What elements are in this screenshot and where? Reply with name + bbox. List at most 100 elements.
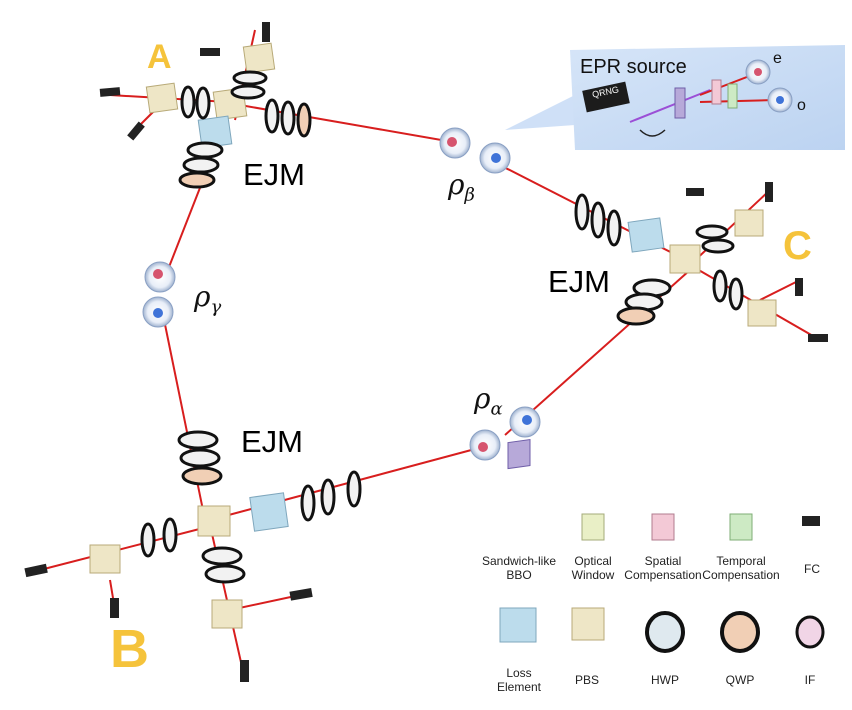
fiber-coupler: [795, 278, 803, 296]
state-beta-graphic: [439, 127, 511, 174]
waveplate: [186, 141, 224, 159]
node-a-label: A: [147, 38, 172, 76]
waveplate: [300, 484, 316, 522]
fiber-coupler: [200, 48, 220, 56]
state-beta-label: ρβ: [448, 168, 475, 206]
fiber-coupler: [127, 121, 145, 141]
node-c-label: C: [783, 224, 812, 268]
waveplate: [201, 546, 243, 566]
legend-bbo-icon: [507, 438, 531, 470]
node-b-label: B: [110, 619, 149, 679]
legend-window-icon: [581, 513, 605, 541]
qrng-box: [582, 81, 630, 113]
temporal-comp: [727, 83, 738, 109]
legend-spatial-icon: [651, 513, 675, 541]
node-a-optics: [99, 22, 312, 189]
waveplate: [320, 478, 336, 516]
waveplate: [590, 201, 606, 239]
legend-qwp-icon: [720, 611, 760, 653]
fiber-coupler: [99, 87, 121, 97]
fiber-coupler: [289, 587, 313, 601]
rotation-arrow: [639, 129, 666, 137]
loss-element: [249, 492, 289, 532]
fiber-coupler: [262, 22, 270, 42]
waveplate: [140, 522, 156, 558]
fiber-coupler: [240, 660, 249, 682]
state-alpha-label: ρα: [474, 382, 503, 420]
waveplate: [264, 98, 280, 134]
waveplate: [346, 470, 362, 508]
state-gamma-label: ργ: [194, 280, 222, 318]
beam-c-port: [759, 279, 801, 301]
waveplate: [712, 269, 728, 303]
legend-temporal-icon: [729, 513, 753, 541]
waveplate: [296, 102, 312, 138]
fiber-coupler: [24, 563, 48, 578]
waveplate: [606, 209, 622, 247]
epr-output-o: o: [797, 97, 806, 114]
loss-element: [627, 217, 665, 253]
epr-callout: [505, 95, 575, 130]
pump-beam: [629, 89, 711, 123]
beam-c-vertical: [689, 189, 771, 266]
pbs-cube: [734, 209, 764, 237]
pbs-cube: [242, 42, 276, 74]
waveplate: [162, 517, 178, 553]
pbs-cube: [747, 299, 777, 327]
state-gamma-graphic: [142, 261, 176, 328]
pbs-cube: [89, 544, 121, 574]
ejm-label-a: EJM: [243, 157, 305, 192]
waveplate: [179, 448, 221, 468]
legend-loss-icon: [499, 607, 537, 643]
beam-gamma-to-b: [159, 299, 206, 521]
epr-output-e: e: [773, 50, 782, 67]
fiber-coupler: [808, 334, 828, 342]
state-alpha-graphic: [469, 406, 541, 461]
waveplate: [574, 193, 590, 231]
waveplate: [280, 100, 296, 136]
spatial-comp: [711, 79, 722, 105]
waveplate: [232, 70, 268, 86]
pbs-cube: [145, 82, 179, 114]
fiber-coupler: [110, 598, 119, 618]
fiber-coupler: [686, 188, 704, 196]
waveplate: [195, 86, 211, 120]
ejm-label-b: EJM: [241, 424, 303, 459]
waveplate: [204, 564, 246, 584]
epr-source-panel: [505, 45, 845, 150]
bbo-crystal: [674, 87, 686, 119]
legend-hwp-icon: [645, 611, 685, 653]
legend-pbs-icon: [571, 607, 605, 641]
legend-fc-icon: [802, 516, 820, 526]
legend-label-pbs: PBS: [574, 673, 599, 687]
waveplate: [181, 466, 223, 486]
pbs-cube: [197, 505, 231, 537]
legend-label-if: IF: [804, 673, 816, 687]
pbs-cube: [211, 599, 243, 629]
epr-panel-bg: [570, 45, 845, 150]
waveplate: [180, 85, 196, 119]
waveplate: [695, 224, 729, 240]
beam-b-horizontal: [39, 524, 216, 571]
waveplate: [616, 306, 656, 326]
pbs-cube: [669, 244, 701, 274]
legend-label-hwp: HWP: [651, 673, 679, 687]
waveplate: [728, 277, 744, 311]
waveplate: [177, 430, 219, 450]
waveplate: [178, 171, 216, 189]
epr-source-title: EPR source: [580, 56, 687, 78]
legend-if-icon: [795, 615, 825, 649]
fiber-coupler: [765, 182, 773, 202]
waveplate: [182, 156, 220, 174]
ejm-label-c: EJM: [548, 264, 610, 299]
node-c-optics: [574, 182, 828, 342]
legend-label-fc: FC: [804, 562, 820, 576]
waveplate: [230, 84, 266, 100]
node-b-optics: [24, 430, 362, 682]
